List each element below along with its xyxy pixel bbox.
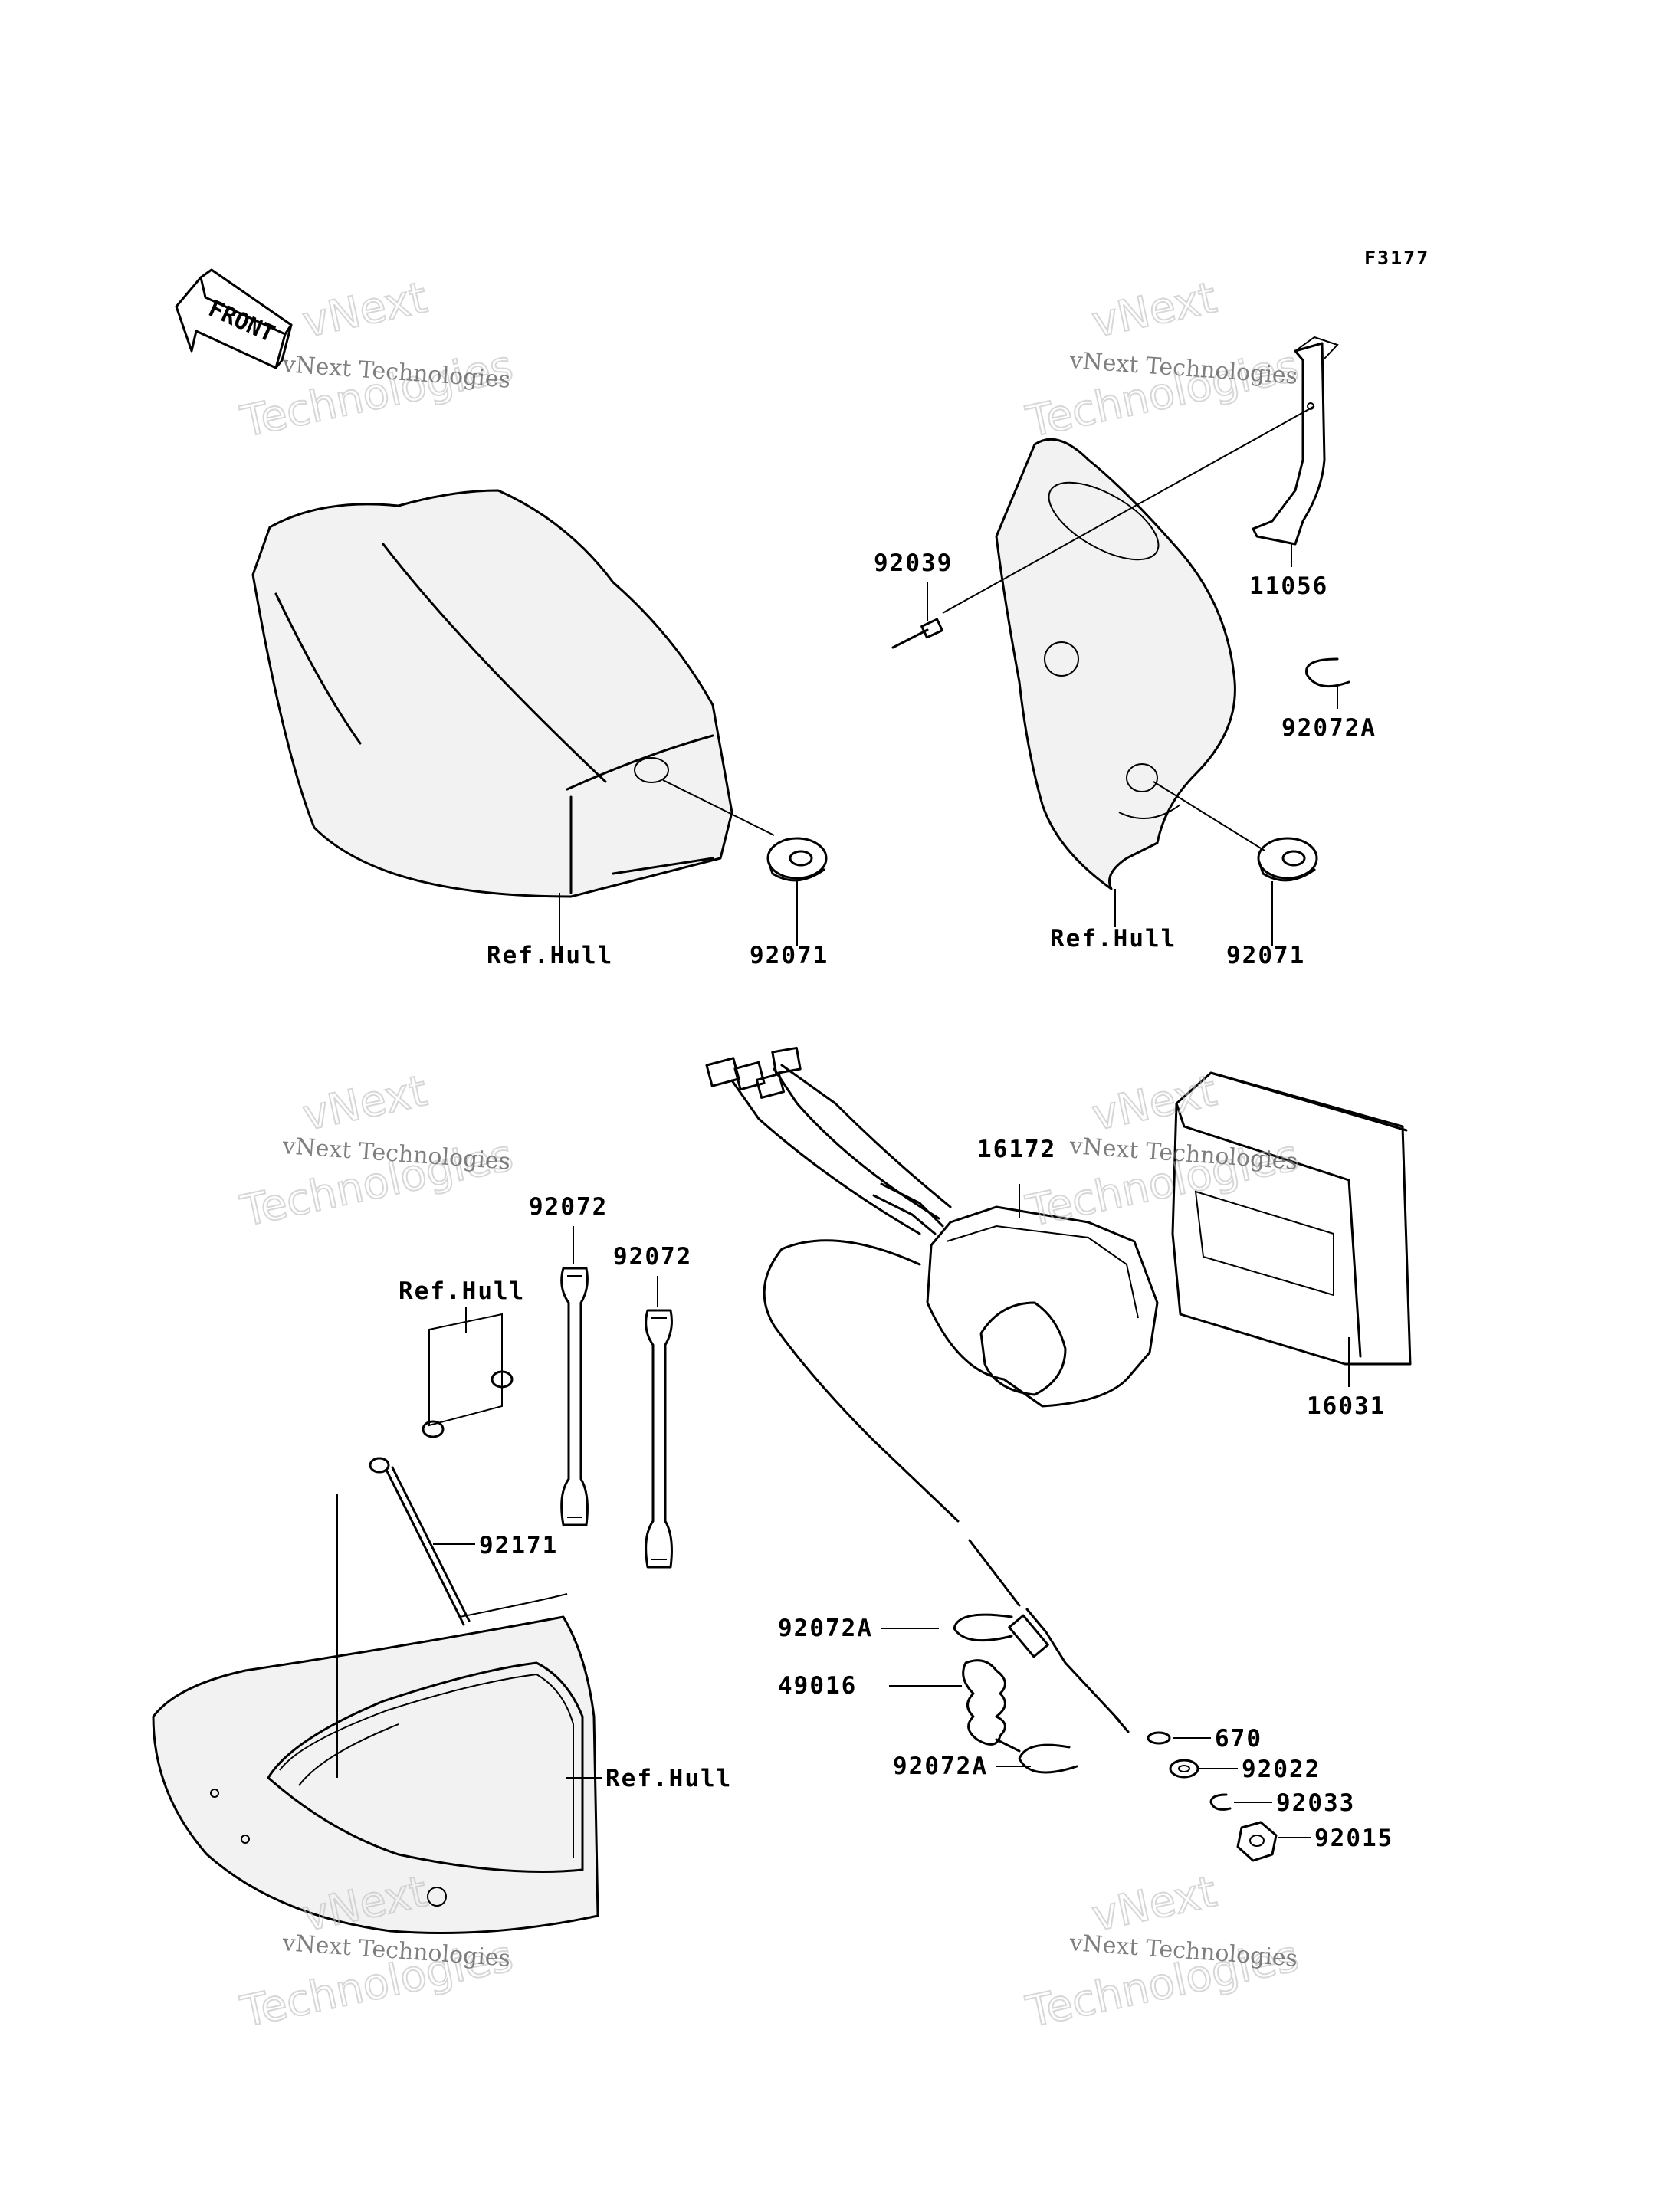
part-label-92071-right: 92071 xyxy=(1226,942,1305,969)
clamp-92072A-mid xyxy=(953,1613,1013,1642)
watermark-2: vNext Technologies vNext Technologies xyxy=(1021,272,1303,448)
part-label-92072-b: 92072 xyxy=(613,1243,692,1271)
clip-92033 xyxy=(1209,1793,1232,1811)
grommet-92071-right xyxy=(1257,837,1318,882)
part-label-670: 670 xyxy=(1215,1725,1262,1753)
rod-92171 xyxy=(369,1457,471,1626)
grommet-92071-left xyxy=(766,837,828,882)
washer-92022 xyxy=(1169,1759,1199,1779)
strap-92072-b xyxy=(645,1309,673,1569)
boot-49016 xyxy=(962,1659,1021,1753)
clamp-92072A-low xyxy=(1018,1743,1078,1774)
part-label-16172: 16172 xyxy=(977,1136,1056,1163)
washer-upper xyxy=(422,1420,445,1438)
part-label-refhull-bottom: Ref.Hull xyxy=(605,1765,732,1792)
cover-16031 xyxy=(1171,1071,1412,1366)
part-label-92071-left: 92071 xyxy=(750,942,829,969)
svg-text:vNext: vNext xyxy=(1088,1867,1221,1942)
part-label-refhull-right: Ref.Hull xyxy=(1050,925,1176,953)
part-label-92072-a: 92072 xyxy=(529,1193,608,1221)
pin-92039 xyxy=(891,618,943,649)
part-label-11056: 11056 xyxy=(1249,572,1328,600)
part-label-92072A-low: 92072A xyxy=(893,1753,988,1780)
part-label-92022: 92022 xyxy=(1242,1756,1321,1783)
watermark-6: vNext Technologies vNext Technologies xyxy=(1021,1866,1303,2038)
clamp-92072A-top xyxy=(1305,657,1350,688)
svg-text:vNext: vNext xyxy=(298,273,431,348)
part-label-92039: 92039 xyxy=(874,549,953,577)
part-label-92072A-top: 92072A xyxy=(1281,714,1376,742)
hull-panel-right xyxy=(995,438,1236,890)
svg-text:vNext: vNext xyxy=(298,1066,431,1141)
part-label-16031: 16031 xyxy=(1307,1392,1386,1420)
strap-92072-a xyxy=(560,1267,589,1526)
part-label-refhull-lower: Ref.Hull xyxy=(399,1277,525,1305)
part-label-92015: 92015 xyxy=(1314,1825,1393,1852)
hull-cover-left xyxy=(251,489,775,898)
hull-opening-lower xyxy=(152,1494,599,1934)
part-label-49016: 49016 xyxy=(778,1672,857,1700)
figure-code: F3177 xyxy=(1364,247,1429,269)
nut-92015 xyxy=(1236,1821,1278,1862)
control-cable xyxy=(763,1239,1130,1733)
svg-text:vNext: vNext xyxy=(1088,1066,1221,1141)
part-label-92072A-mid: 92072A xyxy=(778,1615,873,1642)
hull-plate-lower xyxy=(428,1313,514,1427)
part-label-92033: 92033 xyxy=(1276,1789,1355,1817)
watermark-3: vNext Technologies vNext Technologies xyxy=(235,1065,517,1238)
control-unit-16172 xyxy=(705,1046,1159,1408)
part-label-92171: 92171 xyxy=(479,1532,558,1559)
o-ring-670 xyxy=(1147,1731,1171,1745)
svg-text:vNext: vNext xyxy=(1088,273,1221,348)
part-label-refhull-left: Ref.Hull xyxy=(487,942,613,969)
front-arrow-icon: FRONT xyxy=(175,268,293,369)
